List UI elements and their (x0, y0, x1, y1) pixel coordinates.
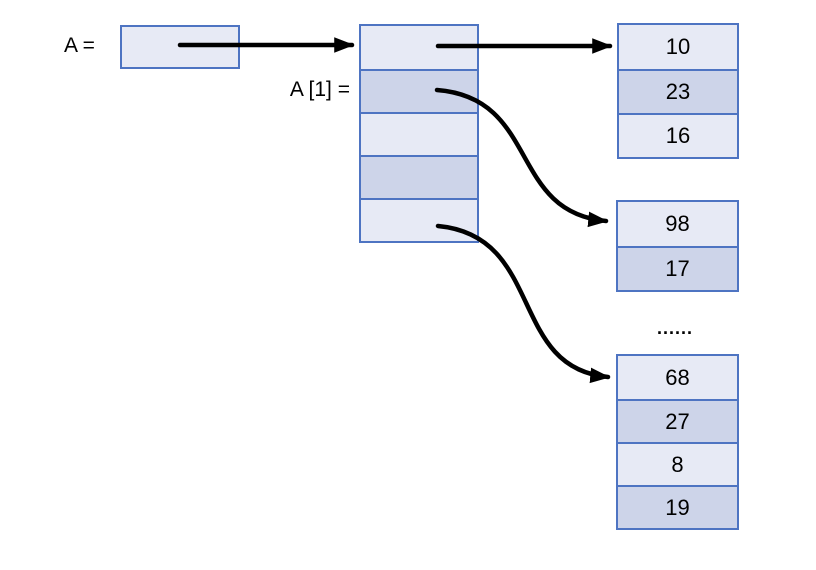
value-cell: 8 (618, 442, 737, 485)
arrow-cell4-to-third-array (435, 223, 611, 384)
pointer-box-a (120, 25, 240, 69)
value-cell: 17 (618, 246, 737, 290)
pointer-cell-2 (361, 112, 477, 155)
pointer-cell-3 (361, 155, 477, 198)
value-cell: 16 (619, 113, 737, 157)
value-cell: 68 (618, 356, 737, 399)
value-cell: 27 (618, 399, 737, 442)
value-cell: 10 (619, 25, 737, 69)
value-array-second: 98 17 (616, 200, 739, 292)
value-array-first: 10 23 16 (617, 23, 739, 159)
pointer-cell-4 (361, 198, 477, 241)
label-a: A = (64, 34, 95, 57)
value-cell: 23 (619, 69, 737, 113)
value-cell: 98 (618, 202, 737, 246)
value-array-third: 68 27 8 19 (616, 354, 739, 530)
label-a1: A [1] = (289, 78, 350, 101)
value-cell: 19 (618, 485, 737, 528)
pointer-cell-1 (361, 69, 477, 112)
pointer-cell-0 (361, 26, 477, 69)
ellipsis-text: ...... (656, 318, 693, 338)
pointer-array (359, 24, 479, 243)
